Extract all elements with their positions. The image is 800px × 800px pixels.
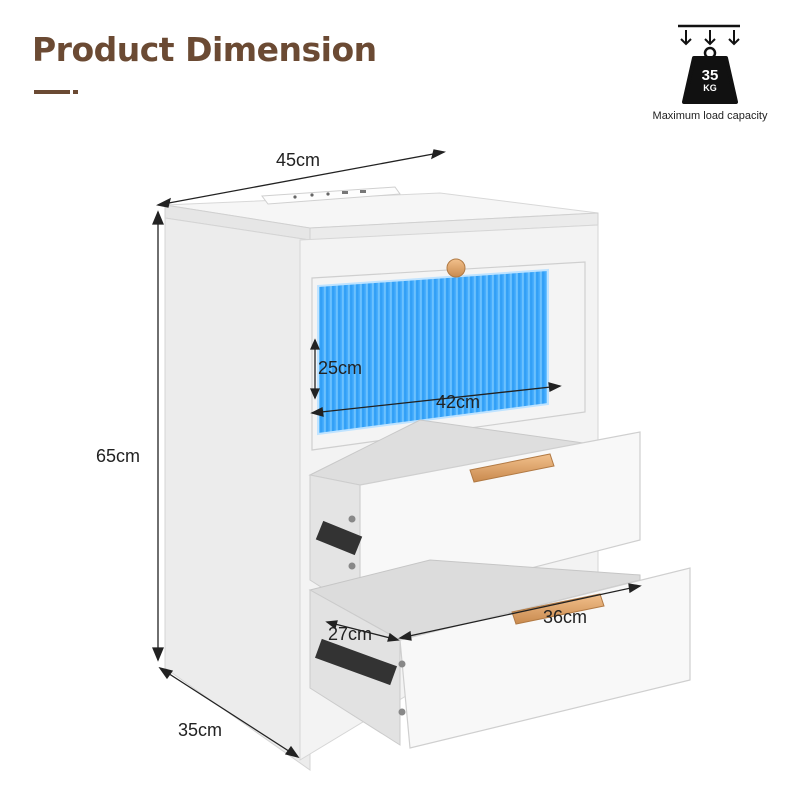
drawer-depth-label: 27cm <box>328 624 373 644</box>
drawer-lower-handle[interactable] <box>511 593 605 625</box>
weight-value: 35 <box>701 67 719 84</box>
weight-unit: KG <box>703 83 717 93</box>
load-capacity-caption: Maximum load capacity <box>652 110 768 122</box>
dimension-lines <box>152 149 642 759</box>
drawer-upper-handle[interactable] <box>469 453 555 483</box>
charging-panel <box>261 186 401 205</box>
flap-height-label: 25cm <box>318 358 363 378</box>
depth-label: 35cm <box>178 720 223 740</box>
load-capacity-badge: 35 KG Maximum load capacity <box>640 20 780 130</box>
flip-door[interactable] <box>311 258 586 451</box>
height-label: 65cm <box>96 446 141 466</box>
drawer-upper-slide <box>315 520 363 556</box>
page-title: Product Dimension <box>32 30 377 69</box>
drawer-lower-slide <box>314 638 398 686</box>
flap-width-label: 42cm <box>436 392 481 412</box>
weight-label: 35 KG <box>688 68 732 93</box>
drawer-lower[interactable] <box>308 559 691 749</box>
title-underline-dot <box>73 90 78 94</box>
door-knob[interactable] <box>446 258 466 278</box>
title-underline <box>34 90 70 94</box>
drawer-width-label: 36cm <box>543 607 588 627</box>
width-label: 45cm <box>276 150 321 170</box>
weight-load-icon <box>678 24 740 104</box>
